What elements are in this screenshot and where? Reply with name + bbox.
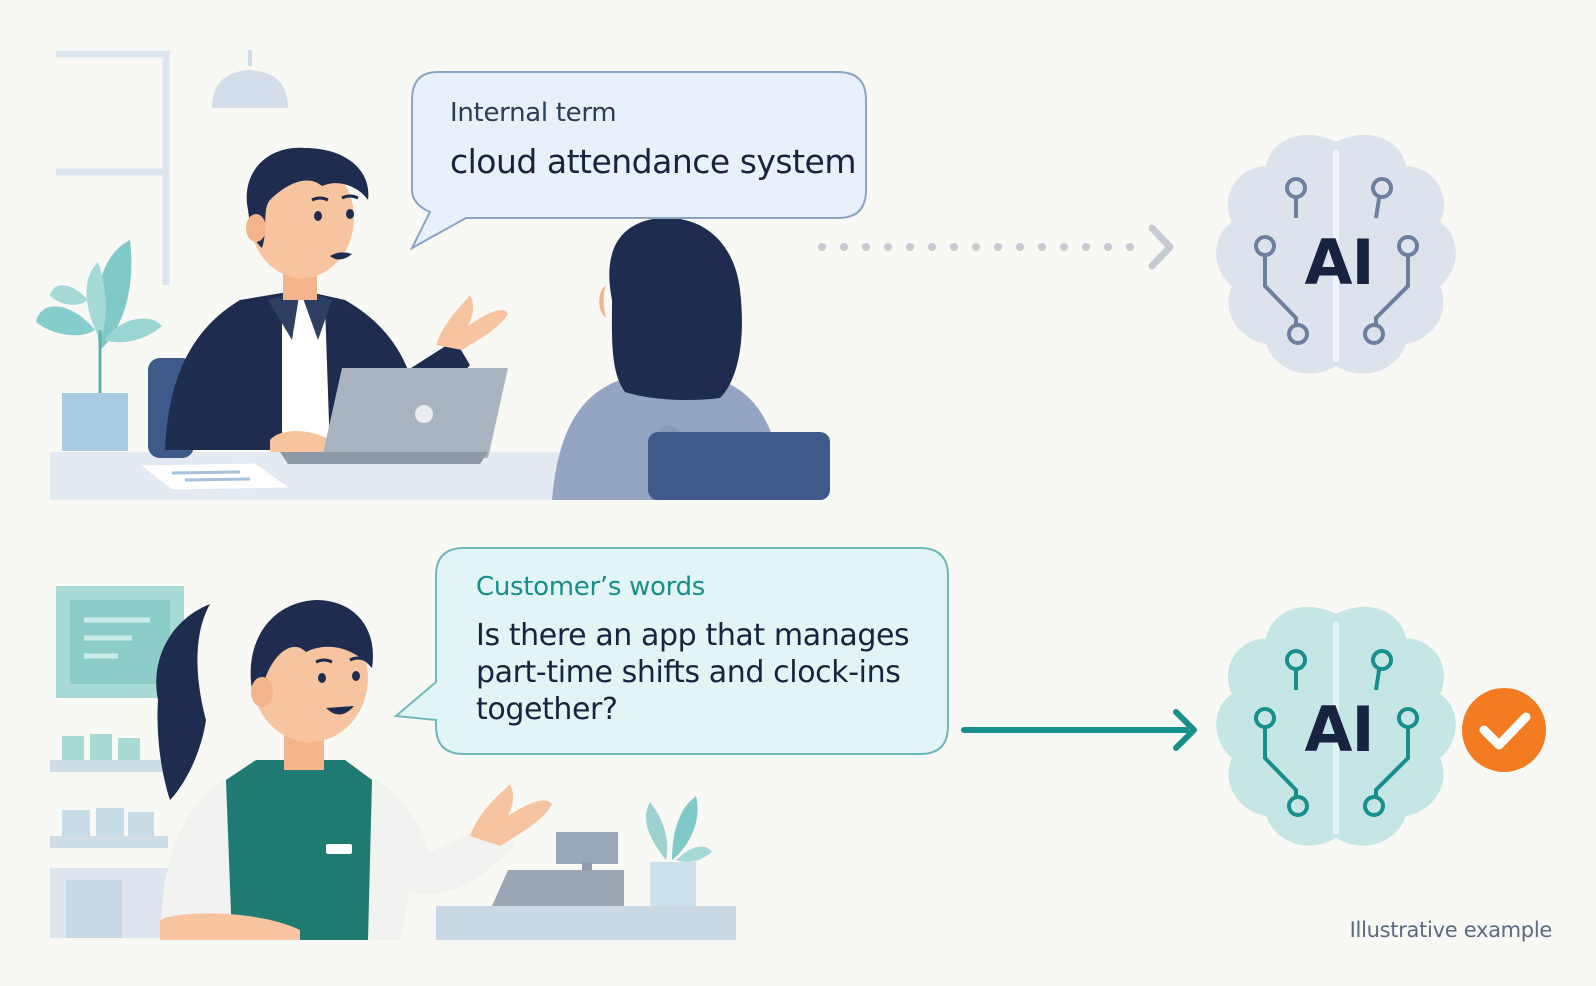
ai-label-bottom: AI (1304, 693, 1374, 766)
shelves (50, 734, 168, 938)
internal-term-label: Internal term (450, 98, 617, 128)
internal-term-value: cloud attendance system (450, 142, 857, 181)
ai-label-top: AI (1304, 226, 1374, 299)
laptop (280, 368, 508, 464)
plant-left (36, 240, 162, 451)
customer-woman-back (552, 217, 830, 500)
counter (436, 906, 736, 940)
speech-bubble-internal (409, 71, 867, 251)
customer-words-text: Is there an app that manages part-time s… (476, 618, 910, 727)
plant-counter (645, 796, 712, 906)
lamp (212, 50, 288, 108)
arrow-dotted (818, 224, 1174, 270)
cash-register (492, 832, 624, 906)
speech-bubble-customer (393, 547, 949, 755)
papers (138, 462, 292, 491)
store-worker (156, 600, 552, 940)
brain-icon-active (1216, 606, 1456, 846)
store-scene (50, 586, 736, 940)
check-icon (1462, 688, 1546, 772)
window-frame (56, 50, 170, 285)
arrow-solid (961, 709, 1197, 751)
customer-words-label: Customer’s words (476, 572, 706, 602)
caption: Illustrative example (1349, 918, 1553, 942)
office-scene (36, 50, 830, 500)
brain-icon (1216, 134, 1456, 374)
